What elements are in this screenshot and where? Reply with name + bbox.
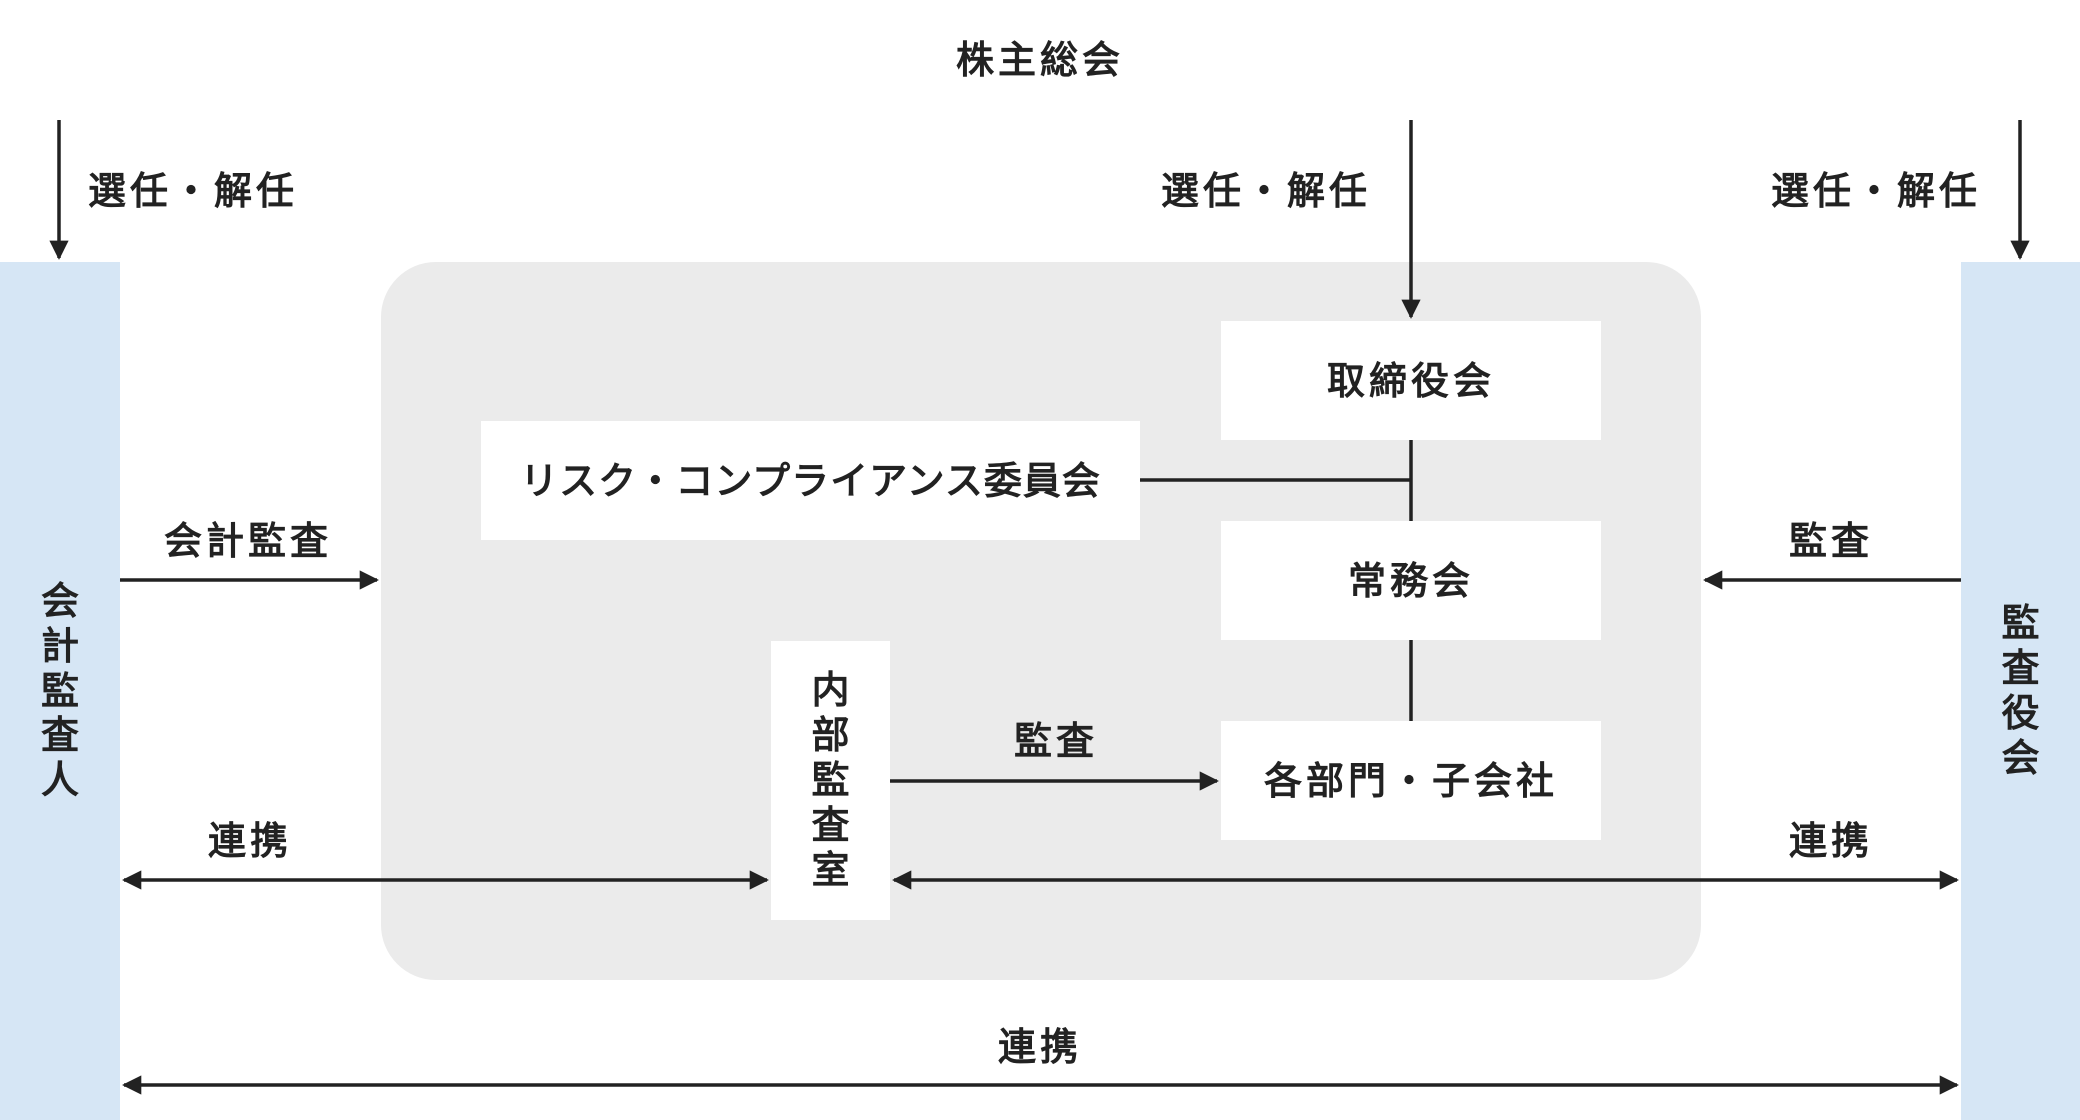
internal-audit-edge-label: 監査 [1014, 719, 1099, 763]
link-label-bottom: 連携 [998, 1025, 1083, 1069]
audit-board-label-char: 会 [2001, 735, 2040, 780]
accounting-auditor-label: 会計監査人 [41, 579, 79, 803]
audit-board-label-char: 査 [2001, 646, 2040, 691]
accounting-auditor-box: 会計監査人 [0, 262, 120, 1120]
divisions-subsidiaries-box: 各部門・子会社 [1221, 721, 1601, 840]
internal-audit-office-label-char: 内 [811, 668, 850, 713]
risk-compliance-committee-label: リスク・コンプライアンス委員会 [520, 458, 1101, 503]
divisions-subsidiaries-label: 各部門・子会社 [1263, 758, 1558, 803]
executive-committee-label: 常務会 [1347, 558, 1474, 603]
shareholders-meeting-label: 株主総会 [955, 38, 1124, 82]
accounting-auditor-label-char: 計 [40, 623, 79, 668]
audit-board-box: 監査役会 [1961, 262, 2080, 1120]
accounting-auditor-label-char: 査 [40, 713, 79, 758]
internal-audit-office-label-char: 監 [811, 758, 850, 803]
audit-board-label-char: 役 [2001, 691, 2040, 735]
shareholders-meeting-box: 株主総会 [0, 0, 2080, 120]
board-of-directors-label: 取締役会 [1326, 358, 1495, 403]
internal-audit-office-label-char: 査 [811, 802, 850, 847]
accounting-audit-label: 会計監査 [164, 519, 333, 563]
accounting-auditor-label-char: 会 [40, 578, 79, 623]
internal-audit-office-label-char: 室 [811, 847, 850, 892]
link-label-right: 連携 [1789, 819, 1874, 863]
internal-audit-office-label-char: 部 [811, 713, 850, 758]
accounting-auditor-label-char: 監 [40, 668, 79, 713]
risk-compliance-committee-box: リスク・コンプライアンス委員会 [481, 421, 1140, 540]
link-label-left: 連携 [208, 819, 293, 863]
appoint-label-left: 選任・解任 [88, 169, 299, 213]
audit-label-right: 監査 [1789, 519, 1874, 563]
board-of-directors-box: 取締役会 [1221, 321, 1601, 440]
appoint-label-center: 選任・解任 [1161, 169, 1372, 213]
executive-committee-box: 常務会 [1221, 521, 1601, 640]
accounting-auditor-label-char: 人 [40, 758, 79, 803]
audit-board-label: 監査役会 [2001, 601, 2039, 780]
internal-audit-office-box: 内部監査室 [771, 641, 890, 920]
appoint-label-right: 選任・解任 [1771, 169, 1982, 213]
audit-board-label-char: 監 [2001, 601, 2040, 646]
internal-audit-office-label: 内部監査室 [811, 668, 849, 892]
